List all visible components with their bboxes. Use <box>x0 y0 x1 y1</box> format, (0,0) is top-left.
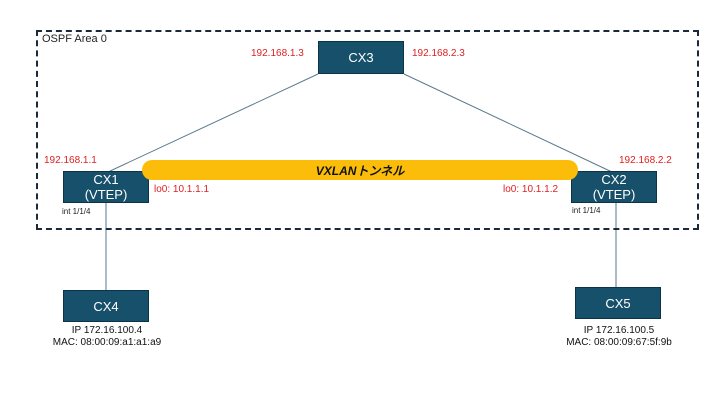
cx1-loopback: lo0: 10.1.1.1 <box>154 184 210 195</box>
node-cx3[interactable]: CX3 <box>318 41 404 74</box>
cx3-ip-link-cx1: 192.168.1.3 <box>251 48 304 59</box>
node-cx5-label: CX5 <box>605 295 631 311</box>
cx1-interface: int 1/1/4 <box>62 207 91 216</box>
node-cx1-label: CX1 <box>93 172 119 187</box>
cx3-ip-link-cx2: 192.168.2.3 <box>412 48 465 59</box>
node-cx4-label: CX4 <box>93 298 119 314</box>
cx2-ip-link-cx3: 192.168.2.2 <box>619 155 672 166</box>
node-cx4[interactable]: CX4 <box>63 290 149 322</box>
cx2-loopback: lo0: 10.1.1.2 <box>503 184 559 195</box>
node-cx2-label: CX2 <box>601 172 627 187</box>
node-cx2-sublabel: (VTEP) <box>592 187 636 202</box>
node-cx5[interactable]: CX5 <box>575 287 661 319</box>
node-cx1-sublabel: (VTEP) <box>84 187 128 202</box>
link-cx3-cx2 <box>403 73 613 173</box>
cx5-host-info: IP 172.16.100.5 MAC: 08:00:09:67:5f:9b <box>548 325 690 349</box>
cx2-interface: int 1/1/4 <box>572 206 601 215</box>
cx5-ip: IP 172.16.100.5 <box>583 325 655 336</box>
node-cx2[interactable]: CX2 (VTEP) <box>571 171 657 203</box>
cx4-host-info: IP 172.16.100.4 MAC: 08:00:09:a1:a1:a9 <box>36 325 178 349</box>
cx4-mac: MAC: 08:00:09:a1:a1:a9 <box>52 337 162 348</box>
vxlan-tunnel-label: VXLANトンネル <box>315 163 405 178</box>
cx5-mac: MAC: 08:00:09:67:5f:9b <box>566 337 672 348</box>
node-cx1[interactable]: CX1 (VTEP) <box>63 171 149 203</box>
ospf-area-label: OSPF Area 0 <box>42 33 107 45</box>
vxlan-tunnel: VXLANトンネル <box>142 160 578 180</box>
node-cx3-label: CX3 <box>348 50 374 65</box>
cx1-ip-link-cx3: 192.168.1.1 <box>44 155 97 166</box>
link-cx3-cx1 <box>107 73 319 173</box>
ospf-area-boundary <box>36 30 699 230</box>
cx4-ip: IP 172.16.100.4 <box>71 325 143 336</box>
